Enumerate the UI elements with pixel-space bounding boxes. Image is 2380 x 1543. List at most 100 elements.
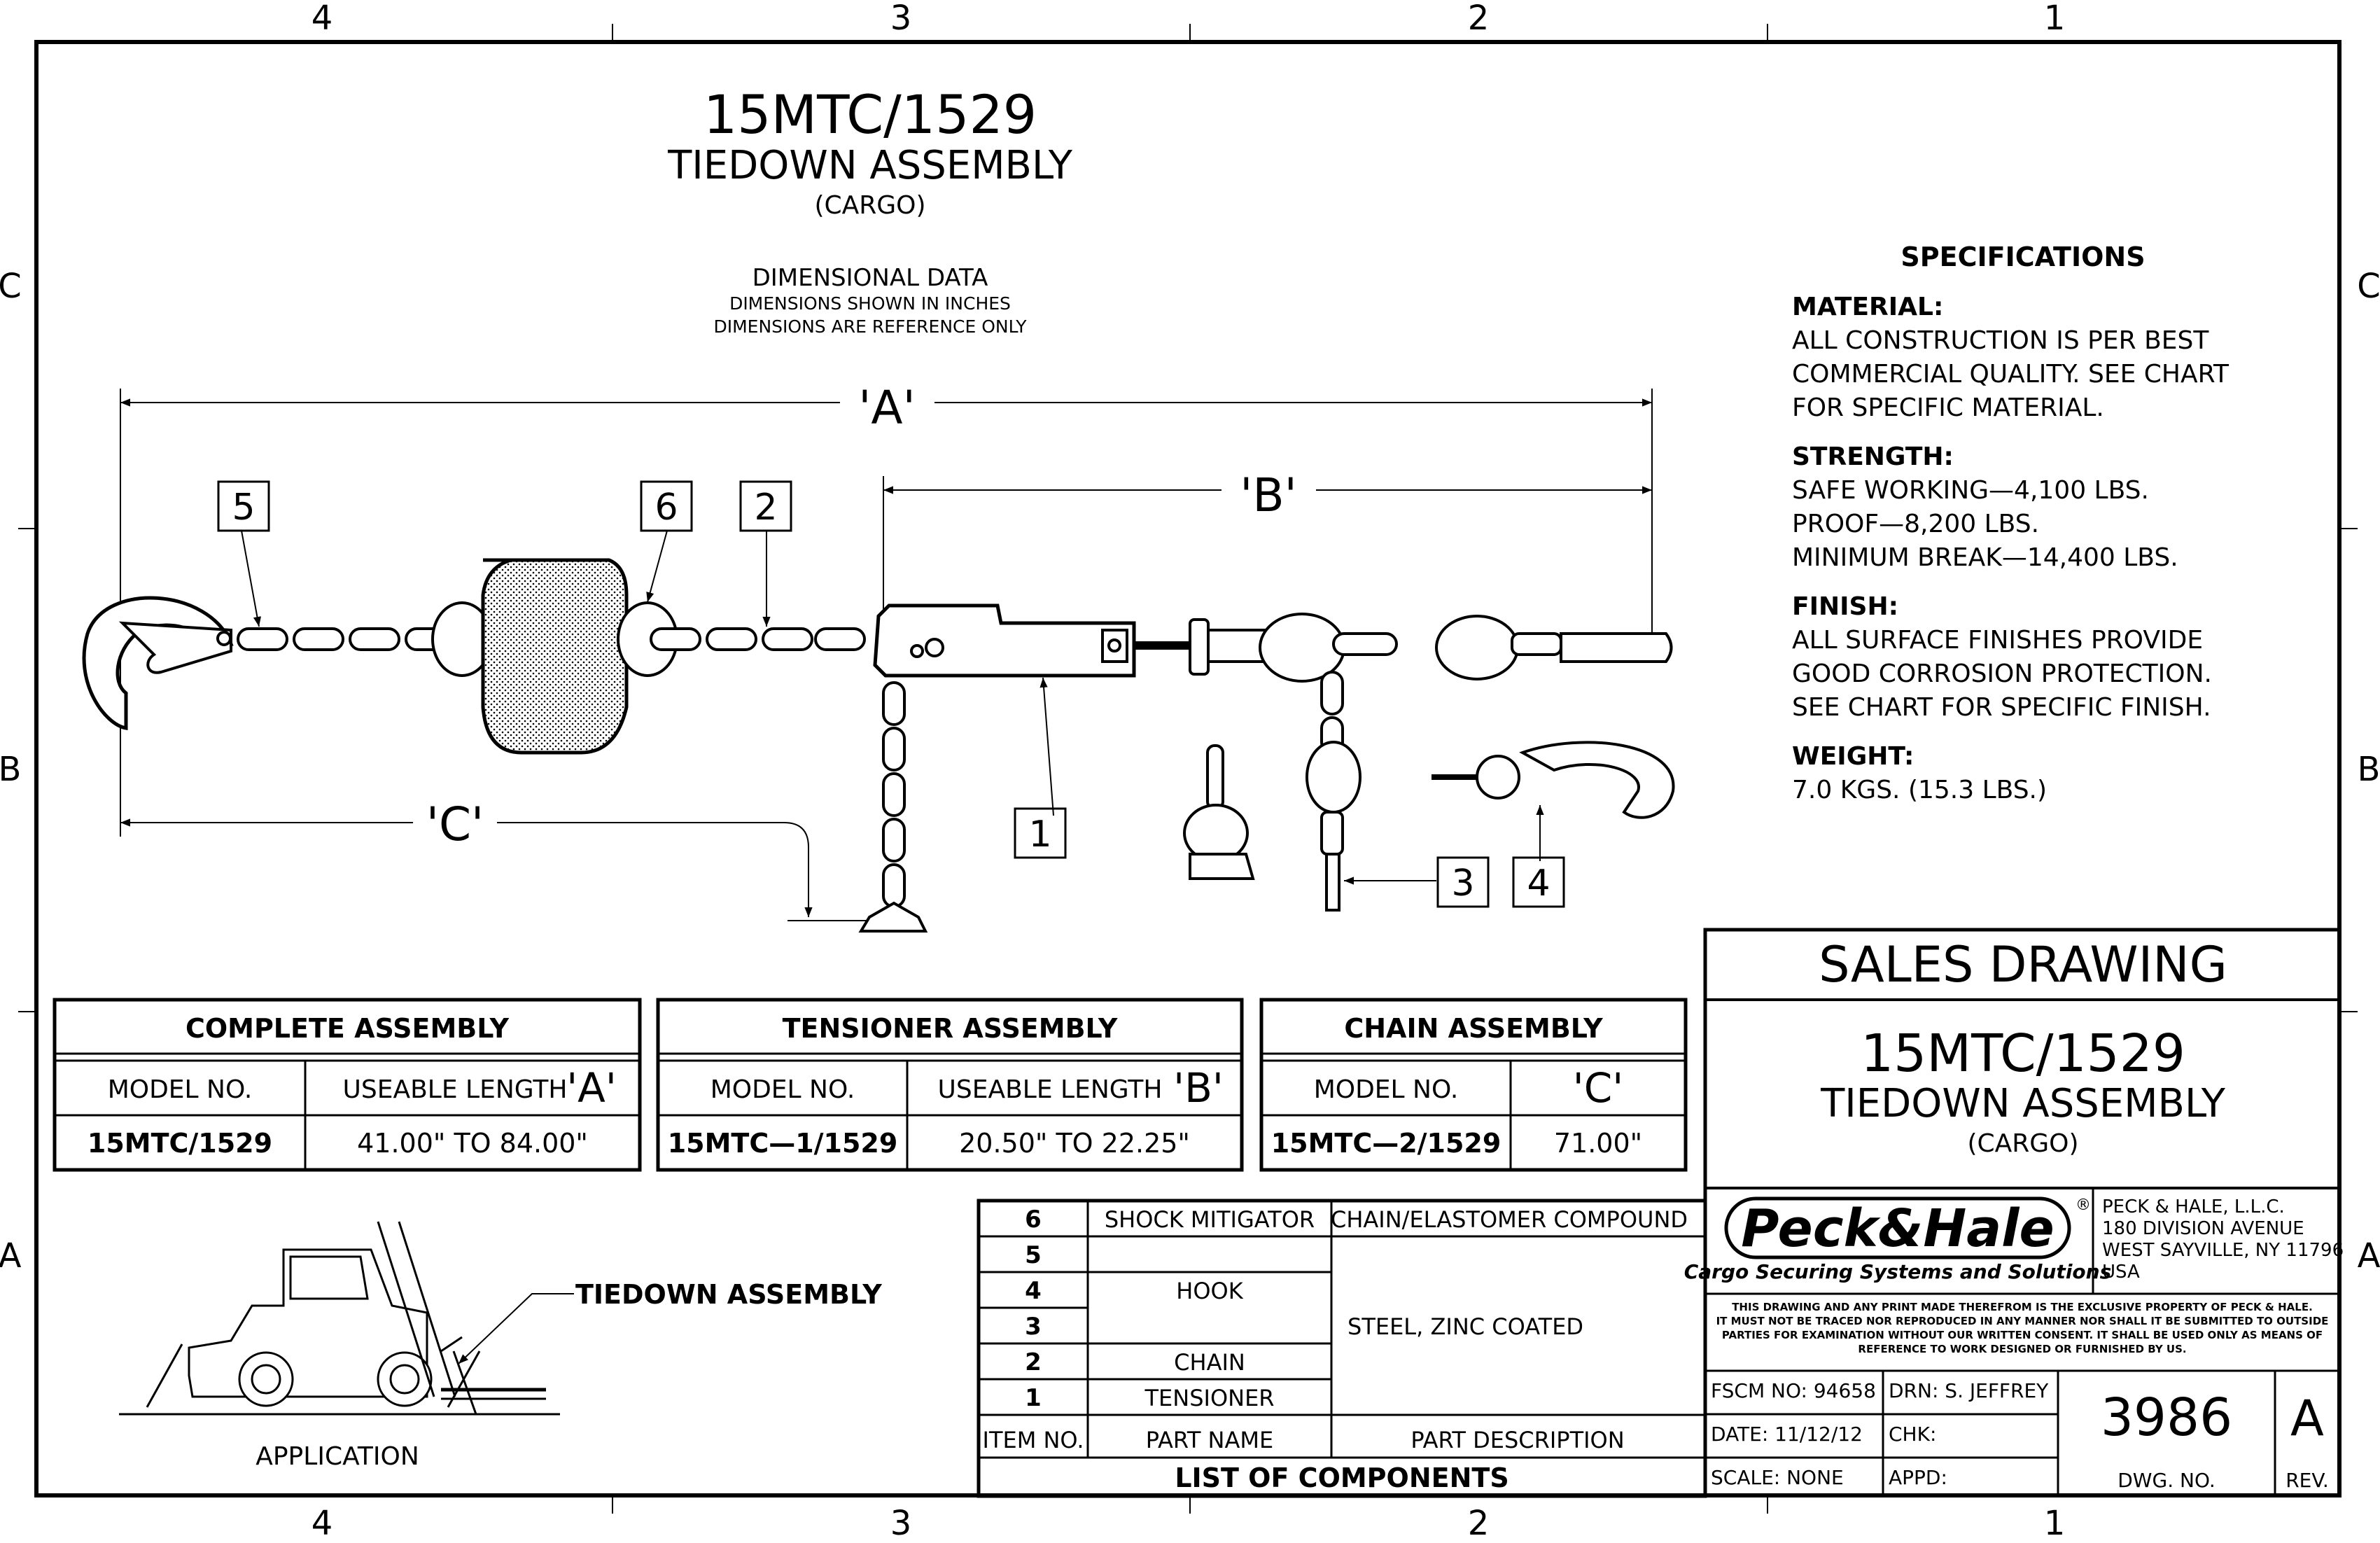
components-header-desc: PART DESCRIPTION bbox=[1410, 1427, 1624, 1453]
chain-col-model: MODEL NO. bbox=[1314, 1075, 1459, 1104]
spec-finish-line-2: GOOD CORROSION PROTECTION. bbox=[1792, 659, 2212, 688]
chain-model-value: 15MTC—2/1529 bbox=[1271, 1128, 1502, 1159]
specifications: SPECIFICATIONS MATERIAL: ALL CONSTRUCTIO… bbox=[1792, 242, 2230, 804]
component-desc-steel: STEEL, ZINC COATED bbox=[1348, 1313, 1583, 1340]
dimensional-note-units: DIMENSIONS SHOWN IN INCHES bbox=[729, 293, 1011, 314]
component-item-3: 3 bbox=[1025, 1313, 1042, 1341]
dimension-a: 'A' bbox=[120, 381, 1653, 837]
component-item-2: 2 bbox=[1025, 1348, 1042, 1376]
zone-row-b-left: B bbox=[0, 750, 21, 789]
company-address-2: WEST SAYVILLE, NY 11796 bbox=[2102, 1240, 2344, 1261]
complete-col-model: MODEL NO. bbox=[108, 1075, 253, 1104]
spec-finish-heading: FINISH: bbox=[1792, 592, 1898, 621]
components-header-name: PART NAME bbox=[1146, 1427, 1273, 1453]
logo-registered-mark: ® bbox=[2076, 1196, 2091, 1214]
zone-col-2-top: 2 bbox=[1468, 0, 1490, 38]
tensioner-table-title: TENSIONER ASSEMBLY bbox=[783, 1013, 1118, 1044]
components-header-item: ITEM NO. bbox=[983, 1427, 1084, 1453]
title-block: SALES DRAWING 15MTC/1529 TIEDOWN ASSEMBL… bbox=[1684, 928, 2344, 1497]
application-leader bbox=[458, 1293, 574, 1364]
zone-col-2-bottom: 2 bbox=[1468, 1504, 1490, 1540]
revision: A bbox=[2290, 1390, 2324, 1447]
title-model: 15MTC/1529 bbox=[1861, 1024, 2185, 1084]
complete-length-value: 41.00" TO 84.00" bbox=[357, 1128, 588, 1159]
component-name-6: SHOCK MITIGATOR bbox=[1105, 1206, 1315, 1233]
component-desc-6: CHAIN/ELASTOMER COMPOUND bbox=[1331, 1206, 1688, 1233]
spec-strength-line-3: MINIMUM BREAK—14,400 LBS. bbox=[1792, 543, 2178, 572]
tensioner-assembly-table: TENSIONER ASSEMBLY MODEL NO. USEABLE LEN… bbox=[656, 998, 1244, 1172]
zone-row-b-right: B bbox=[2358, 750, 2380, 789]
drawing-scale: SCALE: NONE bbox=[1711, 1466, 1844, 1489]
spec-strength-line-2: PROOF—8,200 LBS. bbox=[1792, 510, 2039, 538]
zone-row-c-left: C bbox=[0, 267, 22, 306]
tensioner-length-value: 20.50" TO 22.25" bbox=[959, 1128, 1190, 1159]
notice-line-2: IT MUST NOT BE TRACED NOR REPRODUCED IN … bbox=[1716, 1315, 2329, 1327]
spec-material-heading: MATERIAL: bbox=[1792, 293, 1943, 321]
chain-col-mark: 'C' bbox=[1573, 1064, 1623, 1112]
components-title: LIST OF COMPONENTS bbox=[1175, 1462, 1508, 1493]
company-address-1: 180 DIVISION AVENUE bbox=[2102, 1218, 2304, 1239]
zone-row-a-left: A bbox=[0, 1236, 22, 1276]
checked-by: CHK: bbox=[1889, 1423, 1936, 1446]
spec-strength-line-1: SAFE WORKING—4,100 LBS. bbox=[1792, 476, 2149, 505]
tensioner-col-model: MODEL NO. bbox=[710, 1075, 855, 1104]
dimensional-title: DIMENSIONAL DATA bbox=[752, 264, 988, 292]
company-address-3: USA bbox=[2102, 1262, 2140, 1283]
complete-assembly-table: COMPLETE ASSEMBLY MODEL NO. USEABLE LENG… bbox=[52, 998, 642, 1172]
title-name: TIEDOWN ASSEMBLY bbox=[1820, 1081, 2226, 1126]
component-item-5: 5 bbox=[1025, 1241, 1042, 1269]
tensioner-col-length: USEABLE LENGTH bbox=[938, 1075, 1163, 1104]
drawing-date: DATE: 11/12/12 bbox=[1711, 1423, 1863, 1446]
dimension-c: 'C' bbox=[120, 797, 882, 921]
shock-mitigator bbox=[481, 558, 629, 755]
zone-col-1-bottom: 1 bbox=[2044, 1504, 2066, 1540]
chain-length-value: 71.00" bbox=[1554, 1128, 1642, 1159]
fscm-number: FSCM NO: 94658 bbox=[1711, 1379, 1876, 1402]
approved-by: APPD: bbox=[1889, 1466, 1947, 1489]
sales-drawing-title: SALES DRAWING bbox=[1819, 936, 2227, 993]
zone-col-3-bottom: 3 bbox=[890, 1504, 912, 1540]
callout-leaders bbox=[241, 530, 1544, 885]
tiedown-assembly-illustration bbox=[82, 558, 1675, 933]
logo-wordmark: Peck&Hale bbox=[1741, 1199, 2054, 1259]
component-name-tensioner: TENSIONER bbox=[1144, 1385, 1274, 1411]
drawn-by: DRN: S. JEFFREY bbox=[1889, 1379, 2049, 1402]
zone-row-c-right: C bbox=[2357, 267, 2380, 306]
spec-title: SPECIFICATIONS bbox=[1900, 242, 2145, 272]
spec-weight-heading: WEIGHT: bbox=[1792, 742, 1914, 771]
component-item-4: 4 bbox=[1025, 1277, 1042, 1305]
complete-table-title: COMPLETE ASSEMBLY bbox=[186, 1013, 510, 1044]
drawing-number: 3986 bbox=[2101, 1388, 2232, 1448]
dimension-c-label: 'C' bbox=[426, 797, 484, 851]
component-name-hook: HOOK bbox=[1176, 1278, 1243, 1304]
complete-col-mark: 'A' bbox=[566, 1064, 617, 1112]
balloon-1: 1 bbox=[1028, 814, 1051, 856]
balloon-4: 4 bbox=[1527, 863, 1550, 905]
zone-col-3-top: 3 bbox=[890, 0, 912, 38]
components-list: 6 SHOCK MITIGATOR CHAIN/ELASTOMER COMPOU… bbox=[976, 1199, 1707, 1498]
zone-row-a-right: A bbox=[2358, 1236, 2380, 1276]
component-name-chain: CHAIN bbox=[1174, 1349, 1245, 1376]
heading-model: 15MTC/1529 bbox=[704, 83, 1037, 146]
chain-table-title: CHAIN ASSEMBLY bbox=[1344, 1013, 1603, 1044]
dimensional-note-reference: DIMENSIONS ARE REFERENCE ONLY bbox=[713, 316, 1027, 337]
dimension-b-label: 'B' bbox=[1240, 468, 1297, 522]
tensioner-model-value: 15MTC—1/1529 bbox=[668, 1128, 898, 1159]
zone-col-4-bottom: 4 bbox=[312, 1504, 333, 1540]
application-tiedown-label: TIEDOWN ASSEMBLY bbox=[575, 1279, 882, 1310]
tensioner-body bbox=[873, 603, 1136, 678]
revision-label: REV. bbox=[2286, 1469, 2329, 1492]
heading-type: (CARGO) bbox=[814, 191, 925, 220]
notice-line-1: THIS DRAWING AND ANY PRINT MADE THEREFRO… bbox=[1732, 1301, 2313, 1313]
balloon-2: 2 bbox=[754, 487, 777, 529]
spec-material-line-1: ALL CONSTRUCTION IS PER BEST bbox=[1792, 326, 2209, 355]
chain-assembly-table: CHAIN ASSEMBLY MODEL NO. 'C' 15MTC—2/152… bbox=[1259, 998, 1688, 1172]
component-item-1: 1 bbox=[1025, 1384, 1042, 1412]
spec-strength-heading: STRENGTH: bbox=[1792, 442, 1954, 471]
balloon-6: 6 bbox=[654, 487, 678, 529]
zone-col-4-top: 4 bbox=[312, 0, 333, 38]
complete-col-length: USEABLE LENGTH bbox=[343, 1075, 568, 1104]
balloon-5: 5 bbox=[232, 487, 255, 529]
